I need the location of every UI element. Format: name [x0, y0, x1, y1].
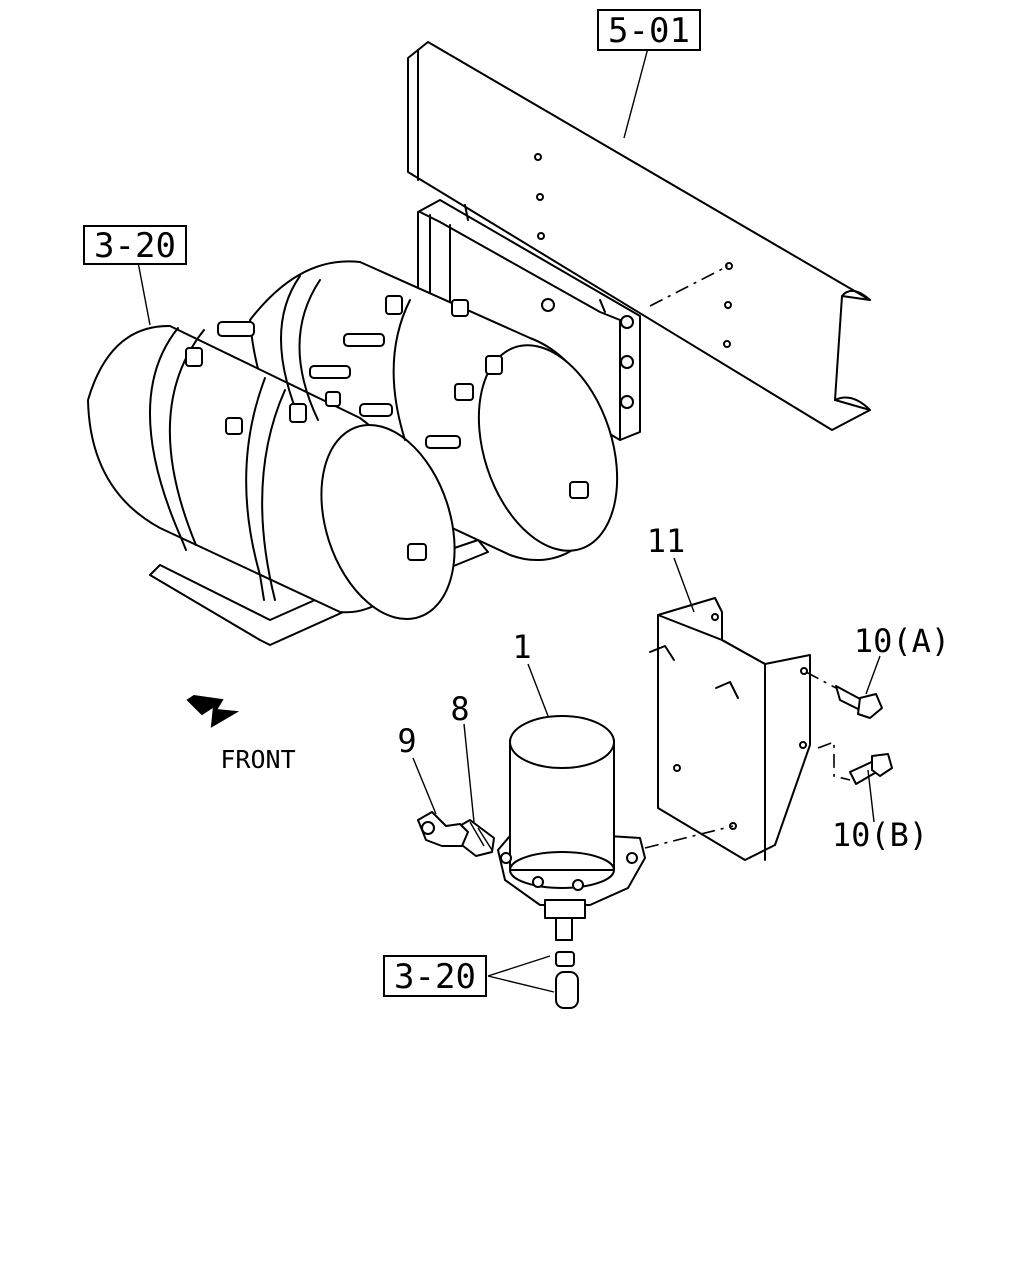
air-tanks [87, 260, 619, 646]
part-10b-bolt [849, 753, 893, 785]
front-arrow-icon [186, 694, 240, 728]
part-1-air-dryer [497, 715, 646, 941]
part-10a-bolt [835, 685, 883, 719]
ref-tanks-text: 3-20 [94, 226, 176, 266]
callout-10a: 10(A) [854, 622, 950, 660]
callout-1: 1 [512, 628, 531, 666]
part-9-elbow [417, 811, 469, 847]
part-11-bracket [649, 597, 811, 861]
bolt-a-leader [805, 671, 837, 689]
callout-10b: 10(B) [832, 816, 928, 854]
leader-lines [137, 47, 881, 993]
ref-hose-text: 3-20 [394, 957, 476, 997]
hose-fittings [555, 951, 579, 1009]
callout-11: 11 [647, 522, 686, 560]
frame-rail [407, 41, 871, 431]
callout-8: 8 [450, 690, 469, 728]
bolt-b-leader [817, 740, 851, 781]
callout-9: 9 [397, 722, 416, 760]
ref-box-tanks: 3-20 [83, 225, 187, 266]
ref-frame-text: 5-01 [608, 11, 690, 51]
ref-box-hose: 3-20 [383, 955, 487, 997]
ref-box-frame: 5-01 [597, 9, 701, 51]
front-label: FRONT [220, 745, 295, 774]
